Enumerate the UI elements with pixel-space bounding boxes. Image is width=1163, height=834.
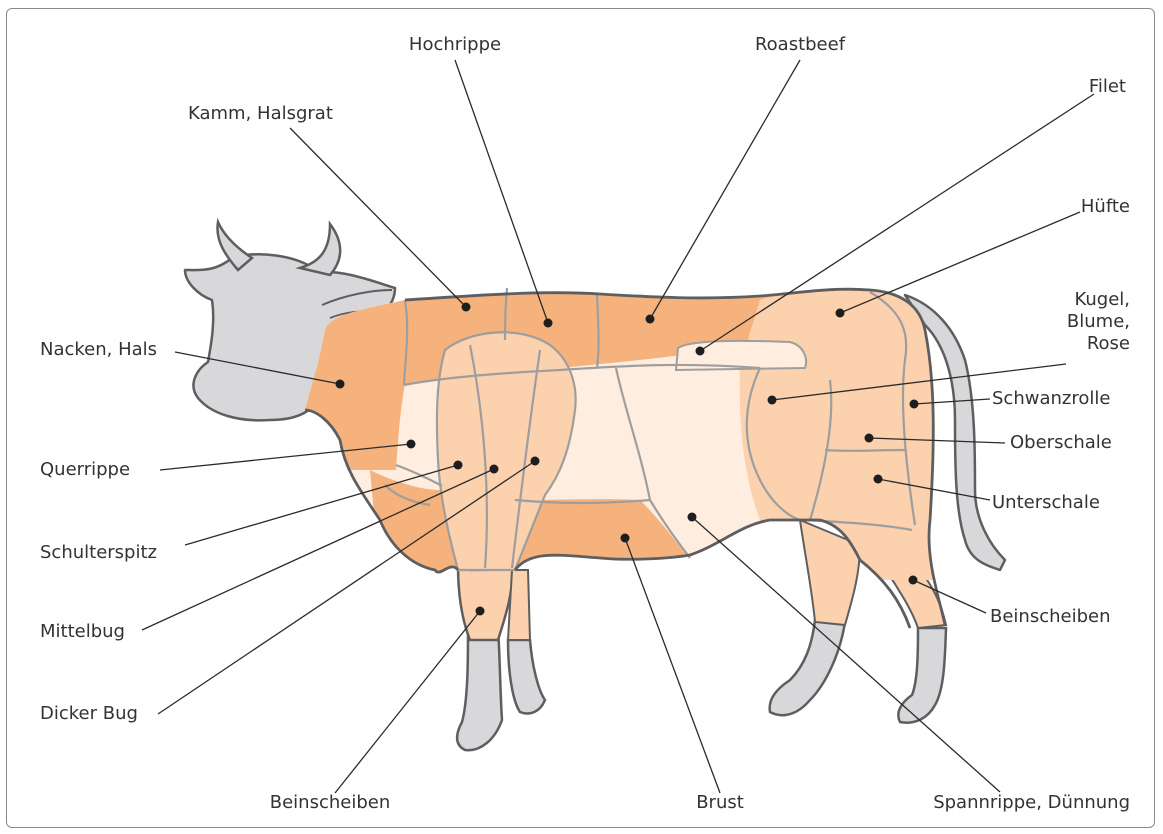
label-kugel-line2: Blume, [1000, 311, 1130, 333]
dot-beinscheiben-front [476, 607, 485, 616]
label-kugel-blume-rose: Kugel, Blume, Rose [1000, 289, 1130, 355]
label-spannrippe-duennung: Spannrippe, Dünnung [900, 792, 1130, 814]
label-beinscheiben-hind: Beinscheiben [990, 606, 1111, 628]
dot-schulterspitz [454, 461, 463, 470]
dot-oberschale [865, 434, 874, 443]
dot-brust [621, 534, 630, 543]
dot-mittelbug [490, 465, 499, 474]
dot-spannrippe [688, 513, 697, 522]
dot-nacken [336, 380, 345, 389]
dot-hochrippe [544, 319, 553, 328]
dot-querrippe [407, 440, 416, 449]
label-dicker-bug: Dicker Bug [40, 703, 138, 725]
dot-filet [696, 347, 705, 356]
label-oberschale: Oberschale [1010, 432, 1112, 454]
dot-kamm [462, 303, 471, 312]
label-brust: Brust [620, 792, 820, 814]
label-roastbeef: Roastbeef [700, 34, 900, 56]
front-leg-right-upper [508, 570, 530, 640]
dot-kugel [768, 396, 777, 405]
label-beinscheiben-front: Beinscheiben [230, 792, 430, 814]
dot-schwanzrolle [910, 400, 919, 409]
label-schwanzrolle: Schwanzrolle [992, 388, 1110, 410]
label-filet: Filet [1000, 76, 1126, 98]
label-nacken-hals: Nacken, Hals [40, 339, 157, 361]
dot-beinscheiben-hind [909, 576, 918, 585]
front-leg-left-hoof [457, 630, 502, 750]
label-kamm-halsgrat: Kamm, Halsgrat [188, 103, 333, 125]
label-unterschale: Unterschale [992, 492, 1100, 514]
label-schulterspitz: Schulterspitz [40, 542, 157, 564]
dot-roastbeef [646, 315, 655, 324]
dot-unterschale [874, 475, 883, 484]
horn-right [300, 224, 340, 275]
label-mittelbug: Mittelbug [40, 621, 125, 643]
label-querrippe: Querrippe [40, 459, 130, 481]
label-hochrippe: Hochrippe [355, 34, 555, 56]
dot-dicker-bug [531, 457, 540, 466]
label-kugel-line3: Rose [1000, 333, 1130, 355]
cut-hindquarter [740, 286, 960, 580]
front-leg-right-hoof [508, 640, 545, 714]
horn-left [217, 222, 252, 270]
body-cuts [300, 280, 960, 580]
hind-leg-left-hoof [770, 620, 845, 715]
label-huefte: Hüfte [1000, 196, 1130, 218]
dot-huefte [836, 309, 845, 318]
label-kugel-line1: Kugel, [1000, 289, 1130, 311]
